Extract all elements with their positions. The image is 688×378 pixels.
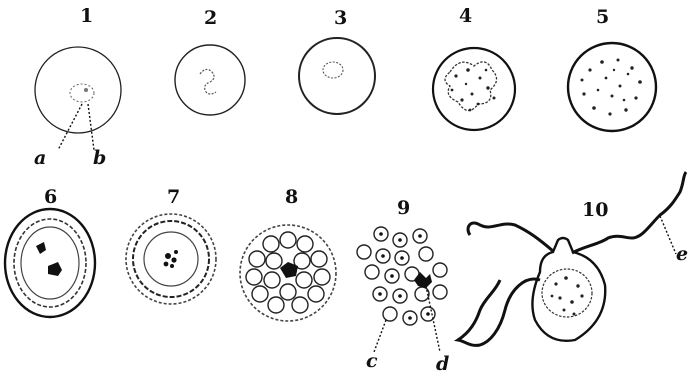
cell-membrane — [299, 38, 375, 114]
pointer-letter-e: e — [676, 243, 688, 265]
flagellum-upper-left — [468, 223, 553, 251]
pointer-letter-b: b — [93, 147, 106, 169]
stage-2-cell — [175, 45, 245, 115]
chromatin-thread — [200, 69, 216, 94]
cell-membrane — [175, 45, 245, 115]
inner-membrane — [144, 232, 198, 286]
chromatin-granules — [451, 68, 496, 111]
peripheral-ring — [14, 219, 86, 307]
pointer-line-a — [58, 104, 82, 150]
stage-1-cell — [35, 47, 121, 133]
pointer-letter-a: a — [34, 147, 46, 169]
flagellum-lower-left — [458, 279, 540, 345]
cell-membrane — [35, 47, 121, 133]
cell-body — [532, 238, 605, 341]
nucleus-cluster — [164, 250, 178, 268]
stage-3-cell — [299, 38, 375, 114]
pointer-letter-c: c — [366, 350, 378, 372]
inner-membrane — [21, 227, 79, 299]
pointer-line-c — [374, 320, 386, 352]
pointer-line-e — [660, 216, 676, 254]
stage-number-4: 4 — [459, 5, 472, 27]
stage-9-cell-cluster — [357, 227, 447, 325]
cell-membrane — [433, 48, 515, 130]
chromatin-mass — [414, 272, 432, 288]
stage-number-6: 6 — [44, 186, 57, 208]
stage-6-cell — [5, 209, 95, 317]
stage-number-2: 2 — [204, 7, 217, 29]
pointer-line-b — [88, 104, 94, 150]
nucleus — [70, 84, 94, 102]
stage-8-cell — [240, 225, 336, 321]
outer-membrane — [5, 209, 95, 317]
stage-5-cell — [568, 43, 656, 131]
chromatin-granules — [551, 276, 584, 315]
stage-number-3: 3 — [334, 7, 347, 29]
stage-number-9: 9 — [397, 197, 410, 219]
stage-10-cell — [458, 172, 686, 345]
nucleus — [445, 62, 497, 111]
chromosome-cluster-upper — [36, 242, 46, 254]
stage-4-cell — [433, 48, 515, 130]
stage-number-8: 8 — [285, 186, 298, 208]
stage-number-1: 1 — [80, 5, 93, 27]
stage-number-10: 10 — [582, 199, 608, 221]
nucleus — [542, 269, 592, 317]
stage-number-5: 5 — [596, 6, 609, 28]
nucleus — [323, 62, 343, 78]
nucleolus — [84, 88, 88, 92]
chromosome-cluster-lower — [48, 262, 62, 276]
stage-7-cell — [126, 214, 216, 304]
cell-membrane — [568, 43, 656, 131]
pointer-letter-d: d — [436, 353, 449, 374]
outer-membrane — [126, 214, 216, 304]
chromatin-granules — [581, 59, 642, 116]
dispersed-cells — [357, 227, 447, 325]
stage-number-7: 7 — [167, 186, 180, 208]
